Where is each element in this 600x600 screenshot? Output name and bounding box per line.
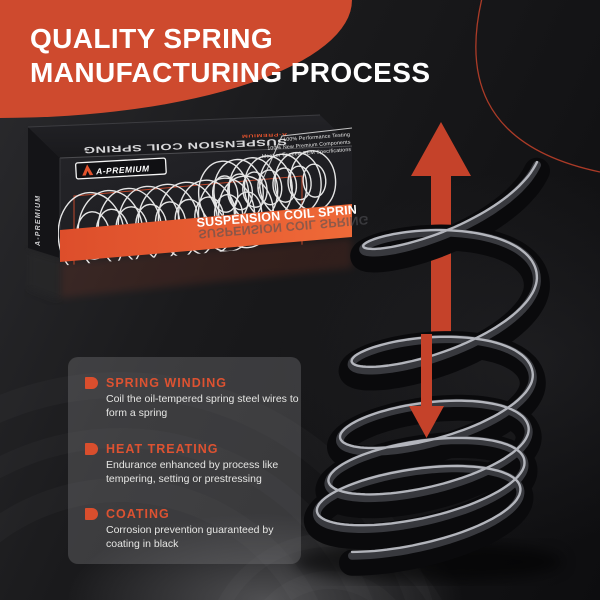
claim-1: 100% Performance Testing (283, 132, 350, 143)
box-side-face (28, 127, 60, 258)
step-title: COATING (106, 507, 170, 522)
box-stripe (60, 204, 352, 262)
box-side-reflection (28, 250, 60, 300)
box-side-brand: A-PREMIUM (35, 195, 42, 247)
brand-logo-mark (82, 164, 94, 176)
title-line1: QUALITY SPRING (30, 23, 274, 54)
box-claims: 100% Performance Testing 100% New Premiu… (262, 132, 352, 160)
step-bullet-icon (85, 377, 98, 389)
step-spring-winding: SPRING WINDING Coil the oil-tempered spr… (85, 376, 299, 421)
brand-logo-plate: A-PREMIUM (75, 157, 167, 180)
step-title: SPRING WINDING (106, 376, 227, 390)
box-ridge-edge (59, 145, 353, 159)
step-coating: COATING Corrosion prevention guaranteed … (85, 507, 287, 552)
box-back-edge (27, 114, 321, 128)
process-steps-panel: SPRING WINDING Coil the oil-tempered spr… (68, 357, 301, 564)
down-arrow-icon (409, 334, 444, 438)
step-description: Endurance enhanced by process like tempe… (106, 458, 279, 485)
box-divider-line (257, 127, 353, 191)
brand-logo-text: A-PREMIUM (95, 163, 150, 176)
spring-coil (303, 157, 550, 576)
box-top-brand: A-PREMIUM (241, 132, 287, 138)
step-description: Coil the oil-tempered spring steel wires… (106, 393, 299, 419)
box-top-face (28, 115, 352, 158)
page-title: QUALITY SPRING MANUFACTURING PROCESS (30, 22, 430, 90)
step-bullet-icon (85, 442, 98, 455)
step-bullet-icon (85, 508, 98, 521)
step-description: Corrosion prevention guaranteed by coati… (106, 524, 274, 551)
step-title: HEAT TREATING (106, 441, 219, 456)
step-heat-treating: HEAT TREATING Endurance enhanced by proc… (85, 442, 287, 487)
title-line2: MANUFACTURING PROCESS (30, 57, 431, 88)
box-reflection (60, 238, 352, 298)
background-arc-line (475, 0, 600, 173)
